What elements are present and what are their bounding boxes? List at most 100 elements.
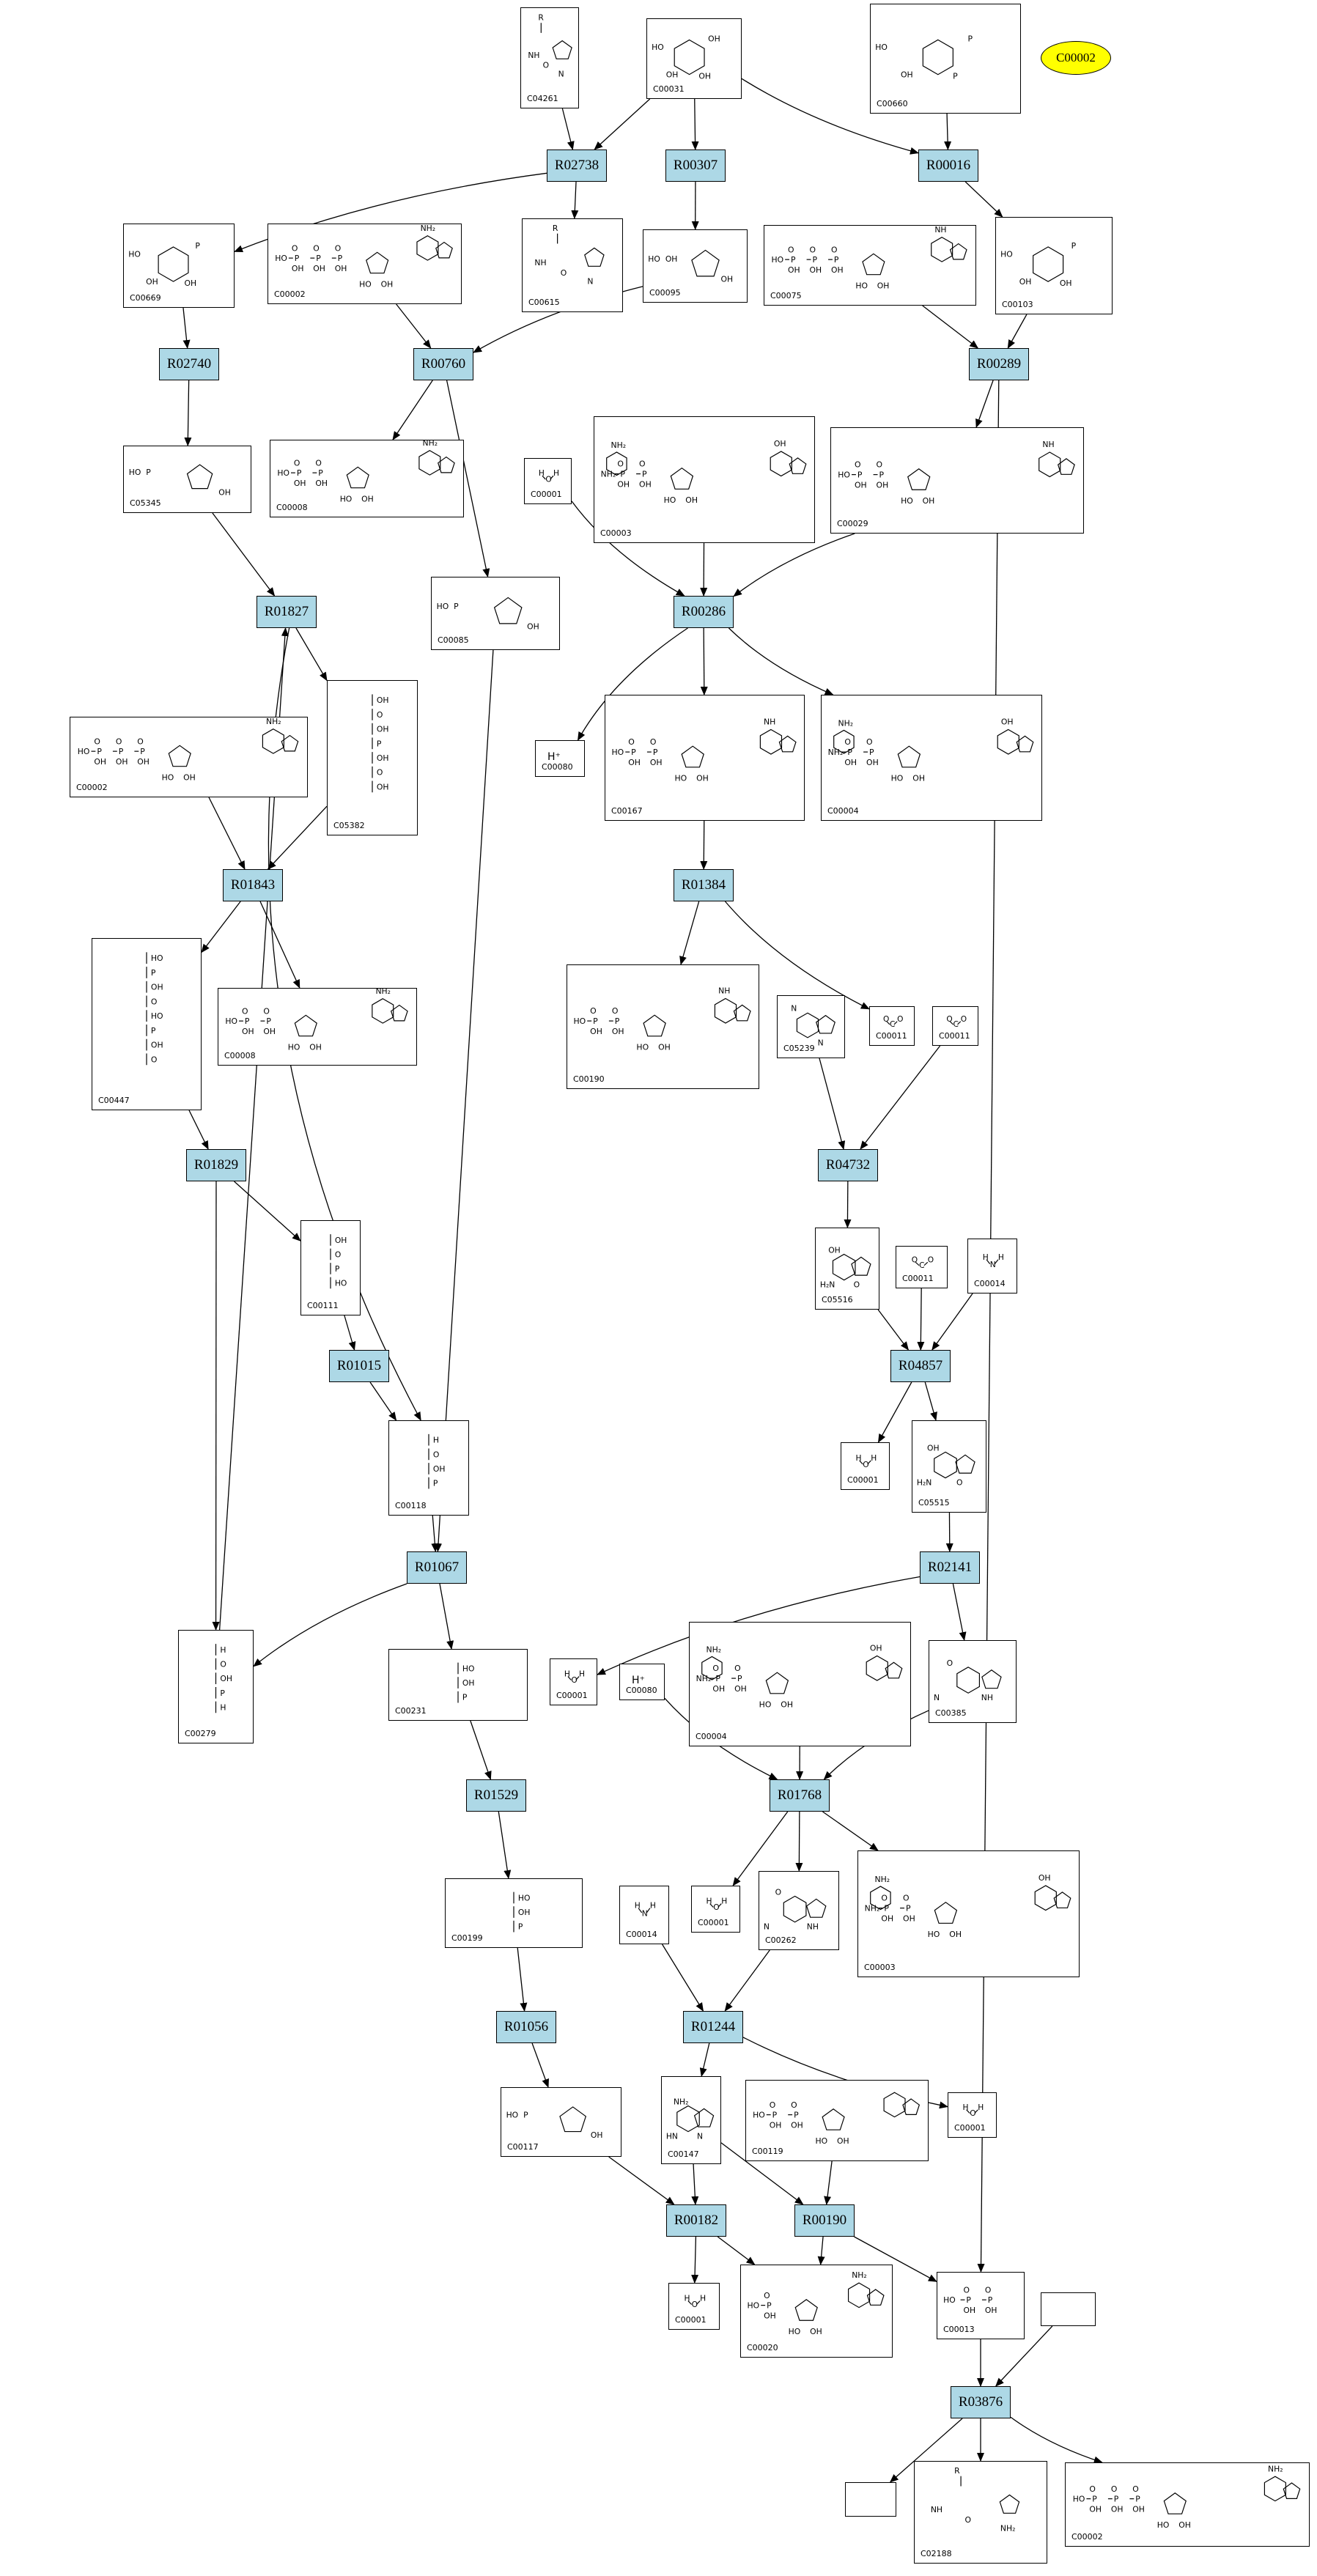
reaction-edge-arrow (662, 1944, 704, 2012)
reaction-node-r01829[interactable]: R01829 (186, 1149, 246, 1181)
reaction-node-r00016[interactable]: R00016 (918, 150, 978, 182)
highlight-compound-oval[interactable]: C00002 (1041, 41, 1111, 75)
svg-text:H: H (856, 1453, 862, 1463)
reaction-node-r02740[interactable]: R02740 (159, 348, 219, 380)
reaction-node-r00289[interactable]: R00289 (969, 348, 1029, 380)
reaction-edge-arrow (932, 1293, 973, 1351)
reaction-node-r00307[interactable]: R00307 (665, 150, 726, 182)
reaction-node-r04857[interactable]: R04857 (890, 1350, 951, 1382)
svg-text:OH: OH (433, 1464, 446, 1474)
reaction-node-r01056[interactable]: R01056 (496, 2011, 556, 2043)
svg-text:O: O (116, 737, 122, 746)
reaction-node-r01529[interactable]: R01529 (466, 1779, 526, 1812)
reaction-node-r01768[interactable]: R01768 (770, 1779, 830, 1812)
reaction-node-r01015[interactable]: R01015 (329, 1350, 389, 1382)
compound-node-empty[interactable] (1041, 2292, 1096, 2326)
reaction-edge-arrow (435, 649, 494, 1552)
reaction-node-r03876[interactable]: R03876 (951, 2386, 1011, 2418)
reaction-node-r00182[interactable]: R00182 (666, 2204, 726, 2237)
compound-node-c00080[interactable]: H⁺C00080 (619, 1664, 665, 1700)
compound-id-label: C00011 (876, 1031, 907, 1041)
reaction-edge-arrow (517, 1947, 528, 2012)
reaction-node-r01827[interactable]: R01827 (257, 596, 317, 628)
reaction-node-r01843[interactable]: R01843 (223, 869, 283, 901)
svg-text:O: O (712, 1664, 719, 1673)
reaction-node-r01244[interactable]: R01244 (683, 2011, 743, 2043)
reaction-node-r02141[interactable]: R02141 (920, 1551, 980, 1584)
compound-node-empty[interactable] (845, 2482, 896, 2517)
reaction-node-r02738[interactable]: R02738 (547, 150, 607, 182)
reaction-node-r01384[interactable]: R01384 (674, 869, 734, 901)
reaction-node-r04732[interactable]: R04732 (818, 1149, 878, 1181)
svg-text:N: N (558, 69, 564, 78)
reaction-node-r00190[interactable]: R00190 (794, 2204, 855, 2237)
reaction-node-r00286[interactable]: R00286 (674, 596, 734, 628)
svg-text:OH: OH (791, 2120, 803, 2130)
structure-text: H⁺ (547, 751, 561, 763)
reaction-edge-arrow (699, 2042, 710, 2077)
svg-text:OH: OH (315, 479, 328, 488)
compound-node-c00080[interactable]: H⁺C00080 (535, 740, 585, 777)
reaction-node-r00760[interactable]: R00760 (413, 348, 473, 380)
svg-text:NH₂: NH₂ (865, 1904, 880, 1913)
svg-text:O: O (985, 2285, 991, 2295)
reaction-edge-arrow (679, 901, 700, 965)
reaction-edge-arrow (212, 512, 276, 597)
reaction-node-r01067[interactable]: R01067 (407, 1551, 467, 1584)
